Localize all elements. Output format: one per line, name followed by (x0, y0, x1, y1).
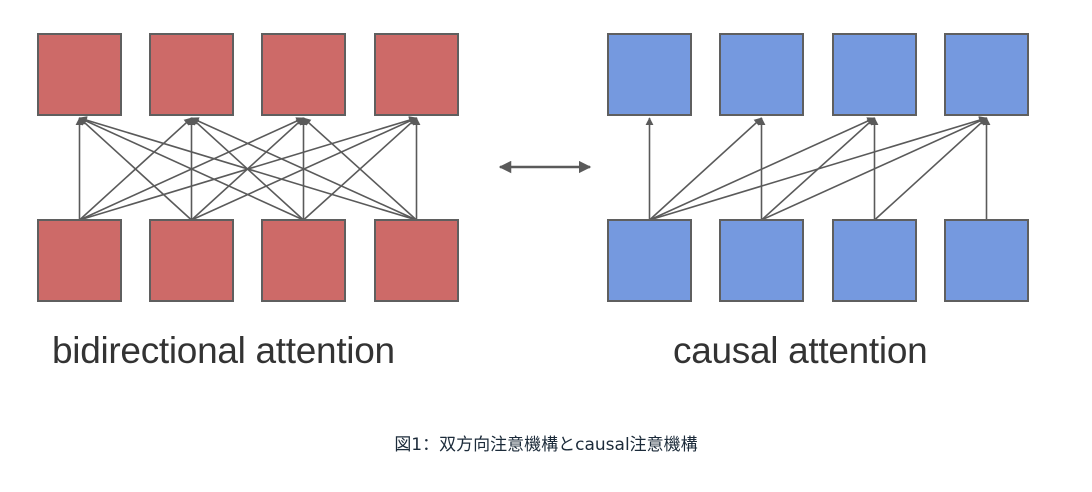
causal-input-token-1 (607, 219, 692, 302)
bidirectional-output-token-2 (149, 33, 234, 116)
causal-edge-0-to-1 (648, 117, 763, 221)
causal-edge-2-to-3 (873, 117, 988, 221)
causal-panel (607, 33, 1029, 302)
bidirectional-edge-3-to-2 (302, 117, 418, 221)
bidirectional-input-token-1 (37, 219, 122, 302)
bidirectional-output-token-3 (261, 33, 346, 116)
bidirectional-edge-3-to-1 (190, 117, 417, 221)
causal-attention-label: causal attention (673, 330, 928, 371)
bidirectional-output-token-1 (37, 33, 122, 116)
causal-output-token-2 (719, 33, 804, 116)
bidirectional-edge-3-to-0 (78, 116, 417, 221)
bidirectional-output-token-4 (374, 33, 459, 116)
causal-output-token-1 (607, 33, 692, 116)
bidirectional-input-token-4 (374, 219, 459, 302)
bidirectional-edge-2-to-0 (78, 117, 304, 221)
bidirectional-edge-1-to-0 (78, 117, 193, 221)
causal-input-token-3 (832, 219, 917, 302)
bidirectional-attention-label: bidirectional attention (52, 330, 395, 371)
causal-input-token-4 (944, 219, 1029, 302)
causal-edge-1-to-2 (760, 117, 876, 221)
causal-output-token-4 (944, 33, 1029, 116)
causal-output-token-3 (832, 33, 917, 116)
causal-input-token-2 (719, 219, 804, 302)
bidirectional-input-token-3 (261, 219, 346, 302)
bidirectional-input-token-2 (149, 219, 234, 302)
figure-caption: 図1：双方向注意機構とcausal注意機構 (394, 435, 698, 455)
bidirectional-panel (37, 33, 459, 302)
